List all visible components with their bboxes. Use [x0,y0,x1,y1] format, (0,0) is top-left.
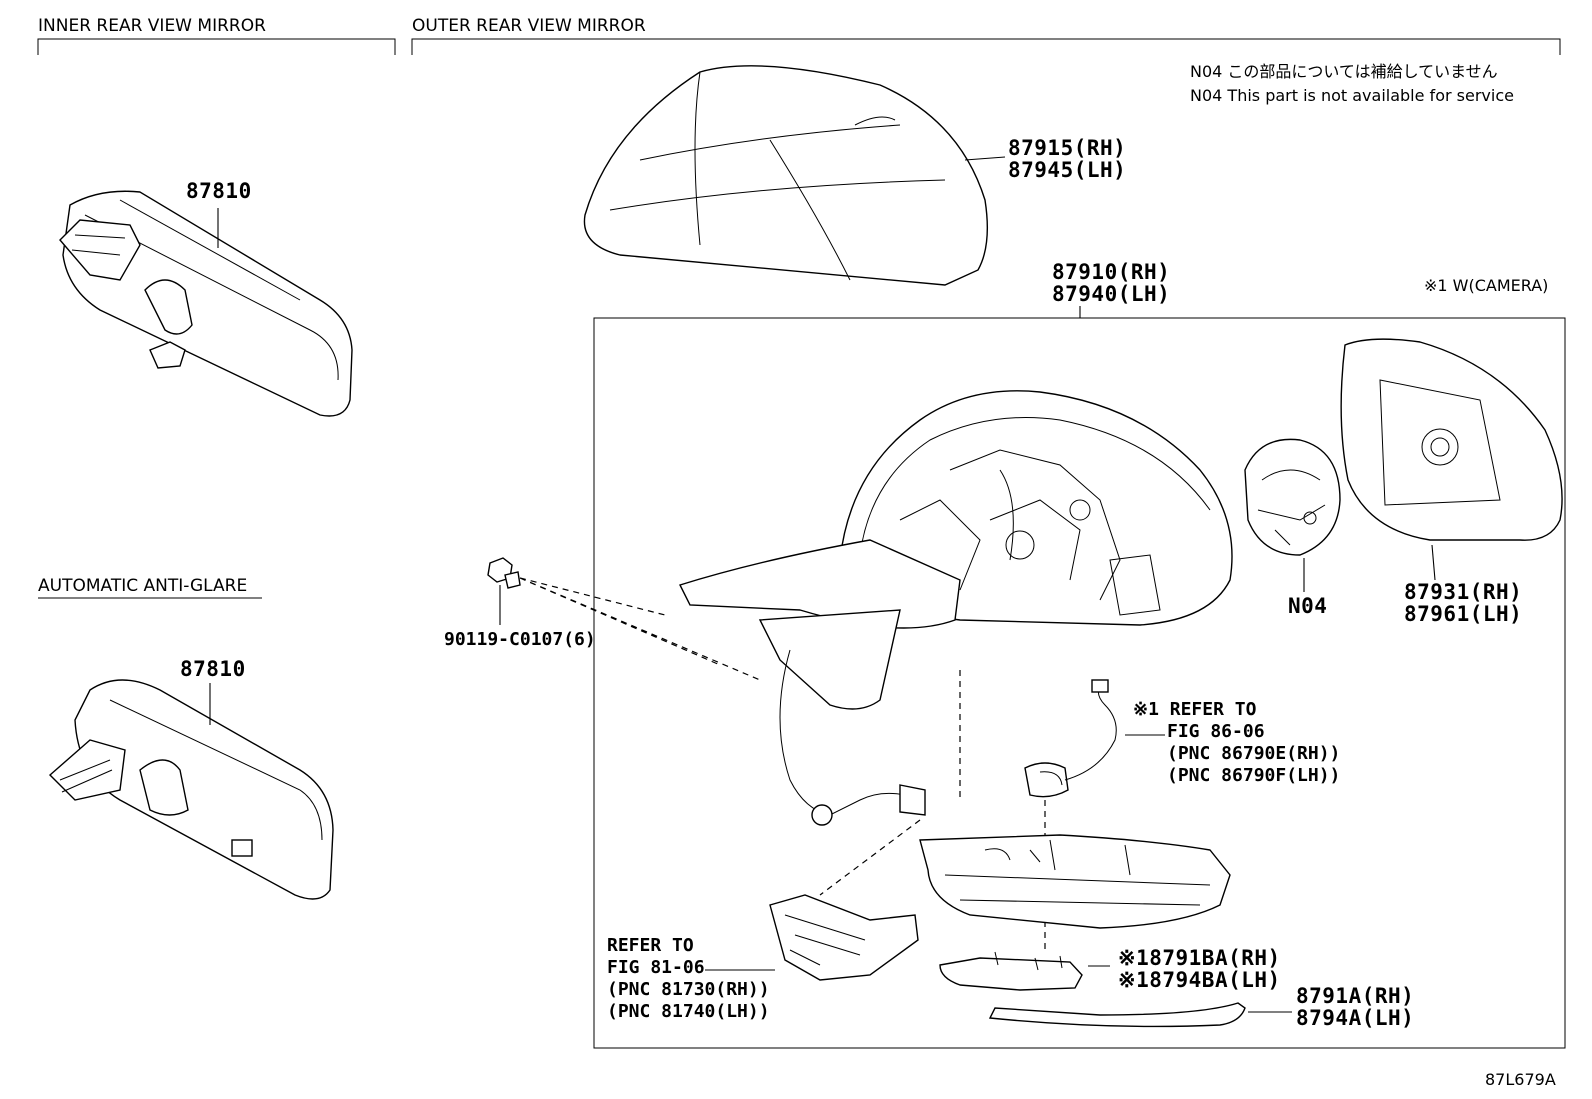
camera-ref-line-4: (PNC 86790F(LH)) [1167,765,1340,786]
harness-grommet [811,804,833,826]
camera-bracket-drawing [939,951,1083,991]
cover-part-number-rh: 87915(RH) [1008,136,1126,160]
outer-mirror-section-title: OUTER REAR VIEW MIRROR [412,16,646,36]
glass-part-number-rh: 87931(RH) [1404,580,1522,604]
figure-id: 87L679A [1485,1070,1556,1089]
assembly-frame [593,317,1566,1049]
camera-drawing [1024,679,1117,798]
glass-part-number-lh: 87961(LH) [1404,602,1522,626]
camera-ref-line-1: ※1 REFER TO [1133,699,1257,720]
auto-anti-glare-title: AUTOMATIC ANTI-GLARE [38,576,247,596]
inner-mirror-bottom-part-number: 87810 [180,657,246,681]
turn-lamp-drawing [769,894,919,981]
lower-housing-drawing [919,834,1231,929]
harness-wire [779,649,906,816]
inner-mirror-section-title: INNER REAR VIEW MIRROR [38,16,266,36]
garnish-strip-drawing [988,1002,1246,1028]
inner-mirror-drawing [59,190,353,417]
cover-leader [964,156,1006,161]
mirror-cover-drawing [583,65,989,286]
cover-part-number-lh: 87945(LH) [1008,158,1126,182]
garnish-part-number-lh: 8794A(LH) [1296,1006,1414,1030]
turn-ref-line-4: (PNC 81740(LH)) [607,1001,770,1022]
n04-note-japanese: N04 この部品については補給していません [1190,62,1498,81]
glass-leader [1431,544,1436,581]
camera-ref-line-3: (PNC 86790E(RH)) [1167,743,1340,764]
outer-section-bracket [411,38,1561,55]
mirror-housing-drawing [679,390,1233,710]
screw-part-number: 90119-C0107(6) [444,629,596,650]
actuator-part-label: N04 [1288,594,1327,618]
mirror-glass-drawing [1340,338,1563,541]
auto-dimming-mirror-drawing [48,679,334,900]
camera-note: ※1 W(CAMERA) [1424,276,1548,295]
camera-ref-line-2: FIG 86-06 [1167,721,1265,742]
screw-drawing [487,557,521,589]
turn-ref-line-1: REFER TO [607,935,694,956]
camera-bracket-part-number-rh: ※18791BA(RH) [1118,946,1281,970]
inner-section-bracket [37,38,396,55]
turn-ref-line-3: (PNC 81730(RH)) [607,979,770,1000]
harness-connector [899,784,926,816]
inner-mirror-top-part-number: 87810 [186,179,252,203]
n04-note-english: N04 This part is not available for servi… [1190,86,1514,105]
camera-bracket-part-number-lh: ※18794BA(LH) [1118,968,1281,992]
assembly-part-number-rh: 87910(RH) [1052,260,1170,284]
turn-ref-line-2: FIG 81-06 [607,957,705,978]
screw-dashed-lines [519,577,761,681]
garnish-part-number-rh: 8791A(RH) [1296,984,1414,1008]
housing-dashed-lines [819,670,961,896]
assembly-part-number-lh: 87940(LH) [1052,282,1170,306]
actuator-drawing [1244,438,1341,556]
